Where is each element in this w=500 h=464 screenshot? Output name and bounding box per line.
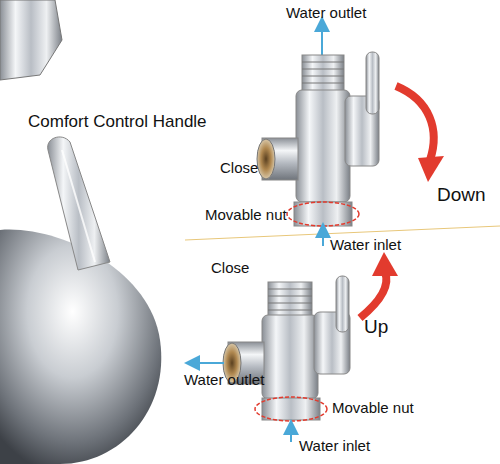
outlet-label: Water outlet: [286, 4, 366, 21]
close-label: Close: [211, 259, 249, 276]
handle-label: Comfort Control Handle: [28, 112, 207, 132]
inlet-label: Water inlet: [330, 236, 401, 253]
nut-label: Movable nut: [332, 399, 414, 416]
inlet-label: Water inlet: [299, 437, 370, 454]
direction-label: Down: [437, 184, 486, 206]
direction-label: Up: [364, 316, 388, 338]
nut-label: Movable nut: [205, 206, 287, 223]
outlet-label: Water outlet: [184, 371, 264, 388]
close-label: Close: [220, 159, 258, 176]
